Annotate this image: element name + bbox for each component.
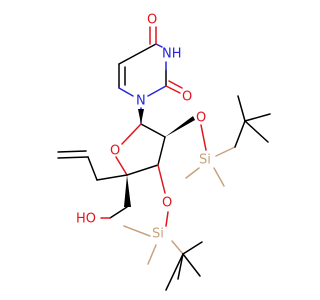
bond-n3-c4 xyxy=(155,43,163,48)
bond-si1-me1 xyxy=(185,167,200,179)
bond-c3prime-o3 xyxy=(157,164,166,194)
bond-allyl1-allyl2 xyxy=(87,156,98,181)
atom-ho: HO xyxy=(76,212,96,227)
bond-c4-c5 xyxy=(118,43,157,65)
wedge-c1prime-n1 xyxy=(138,109,144,124)
bond-cq-me4 xyxy=(237,95,246,122)
molecule-structure: O NH O N O O Si O Si HO xyxy=(57,13,271,291)
atom-si-1: Si xyxy=(199,153,211,168)
atom-o-furan: O xyxy=(110,144,120,159)
atom-labels: O NH O N O O Si O Si HO xyxy=(76,13,211,242)
bond-c4prime-allyl1 xyxy=(96,174,128,181)
bond-c4prime-o4prime xyxy=(115,156,128,176)
bond-o4prime-c1prime xyxy=(121,123,142,145)
tbs-group-1 xyxy=(185,95,271,187)
tbs-group-2 xyxy=(123,211,203,291)
uracil-ring xyxy=(118,26,183,125)
bond-n1-c2 xyxy=(147,85,167,97)
atom-o-2prime: O xyxy=(196,111,206,126)
c4prime-substituents xyxy=(57,150,131,219)
bond-cq-ccentral xyxy=(234,120,246,148)
bond-allyl2-allyl3 xyxy=(57,156,89,159)
bond-si2-me2 xyxy=(147,244,157,265)
wedge-c2prime-o xyxy=(165,116,195,137)
bond-allyl2-allyl3-double xyxy=(57,150,87,153)
bond-ch2-o xyxy=(109,206,128,219)
bond-c1prime-c2prime xyxy=(140,123,166,138)
bond-c2-o-double xyxy=(168,80,183,89)
bond-cq-me3 xyxy=(244,113,271,122)
bond-cq2-me5 xyxy=(165,253,184,291)
bond-si2-me1 xyxy=(123,225,151,237)
bond-si2-cq xyxy=(171,240,184,255)
bond-cq-me5 xyxy=(244,120,269,143)
atom-n-ring: N xyxy=(136,94,146,109)
atom-o-top: O xyxy=(147,13,157,28)
bond-si1-me2 xyxy=(213,167,225,187)
bond-c2prime-c3prime xyxy=(157,136,166,166)
atom-si-2: Si xyxy=(152,227,164,242)
bond-c6-n1 xyxy=(118,87,134,97)
atom-o-3prime: O xyxy=(162,196,172,211)
bond-cq2-me4 xyxy=(182,253,201,277)
bond-c3prime-c4prime xyxy=(126,164,159,176)
wedge-c4prime-ch2 xyxy=(124,175,131,207)
bond-cq2-me3 xyxy=(177,253,184,280)
furanose-ring xyxy=(115,109,195,194)
bond-c2-o xyxy=(165,85,181,94)
bond-o2-si1 xyxy=(200,124,207,151)
atom-nh: NH xyxy=(162,47,182,62)
bond-si1-cq xyxy=(215,146,236,157)
bond-o3-si2 xyxy=(165,211,169,227)
atom-o-right: O xyxy=(182,90,192,105)
bond-cq2-ccentral xyxy=(182,241,203,255)
